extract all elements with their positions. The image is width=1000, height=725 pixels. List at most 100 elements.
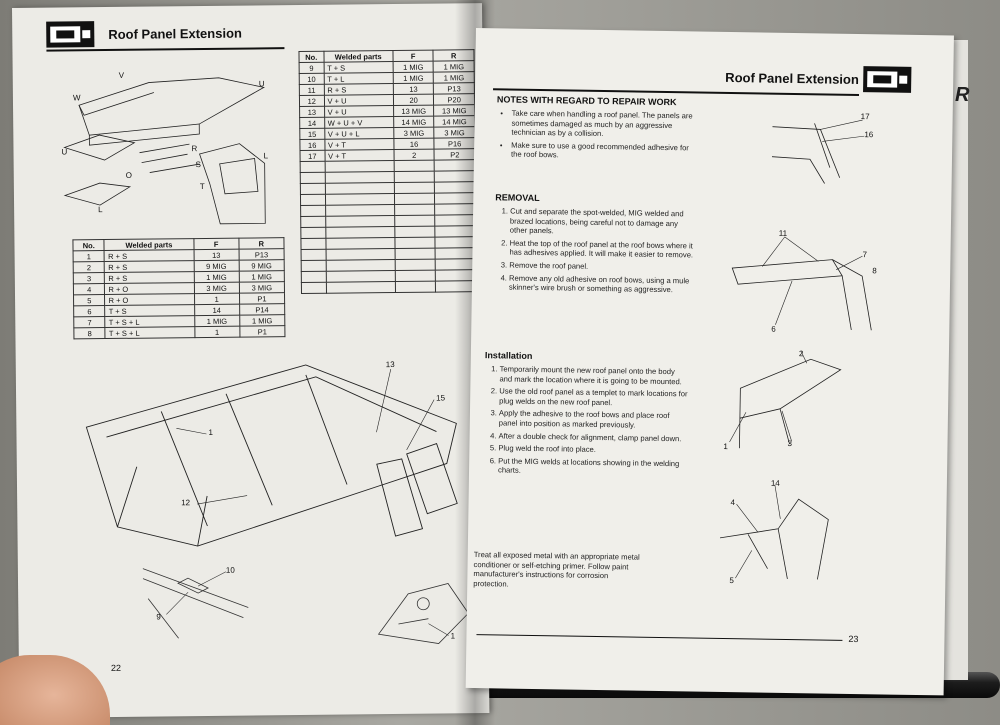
exploded-roof-figure: V W U U R O S T L L <box>59 63 273 235</box>
table-a-cell: 1 <box>73 250 105 262</box>
installation-step: Temporarily mount the new roof panel ont… <box>499 364 688 386</box>
table-b-cell: T + S <box>323 61 394 74</box>
installation-step: Apply the adhesive to the roof bows and … <box>499 409 688 431</box>
main-figure-label-13: 13 <box>385 360 395 370</box>
table-b-empty-cell <box>394 226 436 238</box>
fig4-label-4: 4 <box>730 498 736 508</box>
table-b-cell: 17 <box>300 150 325 162</box>
installation-step: After a double check for alignment, clam… <box>499 431 688 444</box>
table-b-cell: 1 MIG <box>392 61 434 73</box>
table-a-cell: 9 MIG <box>193 260 240 272</box>
removal-step: Remove the roof panel. <box>509 261 694 273</box>
roof-panel-removal-figure: 11 7 8 6 <box>721 228 883 340</box>
table-b-empty-row <box>301 280 477 294</box>
table-b-header-no: No. <box>298 51 324 63</box>
table-a-cell: 3 MIG <box>239 281 285 294</box>
table-b-cell: V + T <box>324 138 394 151</box>
table-b-empty-cell <box>300 183 325 195</box>
figure-label-l-left: L <box>98 205 103 215</box>
roof-weld-locations-figure: 13 15 1 12 <box>76 353 478 557</box>
main-figure-label-15: 15 <box>436 393 446 403</box>
detail-label-10: 10 <box>225 565 235 575</box>
table-a-cell: 4 <box>73 283 105 295</box>
table-b-empty-cell <box>395 270 436 282</box>
installation-step: Put the MIG welds at locations showing i… <box>498 456 687 478</box>
fig2-label-8: 8 <box>872 266 877 276</box>
table-b-empty-cell <box>300 216 326 228</box>
removal-step: Cut and separate the spot-welded, MIG we… <box>510 207 695 239</box>
table-b-empty-cell <box>395 281 436 293</box>
figure-label-s: S <box>195 160 202 170</box>
roof-bow-figure: 17 16 <box>770 107 881 189</box>
table-b-cell: 13 <box>393 83 434 95</box>
table-a-cell: 1 MIG <box>193 271 240 283</box>
table-b-cell: 14 <box>299 117 325 129</box>
table-b-cell: 16 <box>393 138 435 150</box>
table-b-cell: 12 <box>299 95 325 107</box>
table-a-cell: 5 <box>73 294 106 306</box>
installation-step: Use the old roof panel as a templet to m… <box>499 387 688 409</box>
table-b-empty-cell <box>394 248 436 260</box>
left-page: Roof Panel Extension V W U U R O S T L L <box>12 3 490 718</box>
table-b-empty-cell <box>301 249 326 261</box>
removal-step: Remove any old adhesive on roof bows, us… <box>509 273 694 295</box>
main-figure-label-1: 1 <box>208 427 213 437</box>
notes-title: NOTES WITH REGARD TO REPAIR WORK <box>496 94 677 108</box>
table-b-empty-cell <box>324 182 395 195</box>
fig2-label-11: 11 <box>778 228 788 238</box>
table-a-cell: 6 <box>73 305 106 317</box>
table-b-empty-cell <box>394 215 436 227</box>
table-b-empty-cell <box>394 237 436 249</box>
table-b-empty-cell <box>301 271 326 283</box>
removal-steps: Cut and separate the spot-welded, MIG we… <box>498 206 695 298</box>
fig4-label-14: 14 <box>770 478 780 488</box>
removal-title: REMOVAL <box>495 192 540 204</box>
table-a-cell: T + S + L <box>105 326 195 339</box>
table-b-cell: 11 <box>299 84 324 96</box>
table-b-empty-cell <box>325 248 395 261</box>
table-b-cell: R + S <box>323 83 394 96</box>
corrosion-note: Treat all exposed metal with an appropri… <box>473 550 640 589</box>
table-b-empty-cell <box>301 260 326 272</box>
table-b-cell: 3 MIG <box>393 127 435 139</box>
table-a-cell: P1 <box>239 292 285 305</box>
table-a-cell: 1 <box>194 293 240 305</box>
table-b-empty-cell <box>300 205 326 217</box>
fig1-label-17: 17 <box>860 112 870 122</box>
figure-label-u-right: U <box>258 79 265 89</box>
table-b-empty-cell <box>325 270 396 283</box>
table-b-cell: W + U + V <box>324 116 394 129</box>
table-b-empty-cell <box>300 161 325 173</box>
fig3-label-1: 1 <box>723 441 728 452</box>
table-b-empty-cell <box>325 259 396 272</box>
fig4-label-5: 5 <box>729 576 734 586</box>
table-a-cell: 13 <box>193 249 239 261</box>
table-a-cell: 1 MIG <box>239 270 285 283</box>
table-a-cell: 3 <box>73 272 105 284</box>
table-a-cell: P13 <box>238 248 285 261</box>
roof-bow-adhesive-figure: 2 1 3 <box>719 348 871 460</box>
table-b-cell: 13 <box>299 106 325 118</box>
figure-label-u-left: U <box>61 147 68 157</box>
table-b-empty-cell <box>300 194 326 206</box>
table-a-cell: 3 MIG <box>193 282 240 294</box>
roof-rail-detail-figure: 10 9 <box>138 557 259 648</box>
page-title: Roof Panel Extension <box>108 25 242 42</box>
installation-steps: Temporarily mount the new roof panel ont… <box>487 364 689 481</box>
page-number-left: 22 <box>110 662 121 674</box>
table-a-cell: 2 <box>73 261 105 273</box>
table-b-empty-cell <box>300 172 325 184</box>
installation-title: Installation <box>484 350 533 361</box>
fig3-label-2: 2 <box>798 349 804 359</box>
table-b-cell: T + L <box>323 72 394 85</box>
mig-weld-location-figure: 14 4 5 <box>717 478 869 590</box>
table-b-header-f: F <box>392 50 434 62</box>
table-a-header-f: F <box>193 238 239 250</box>
page-title-right: Roof Panel Extension <box>725 69 859 88</box>
footer-rule <box>476 634 843 641</box>
notes-list: Take care when handling a roof panel. Th… <box>500 108 701 165</box>
fig2-label-7: 7 <box>862 250 868 260</box>
table-b-empty-cell <box>394 193 435 205</box>
table-b-cell: 14 MIG <box>393 116 435 128</box>
